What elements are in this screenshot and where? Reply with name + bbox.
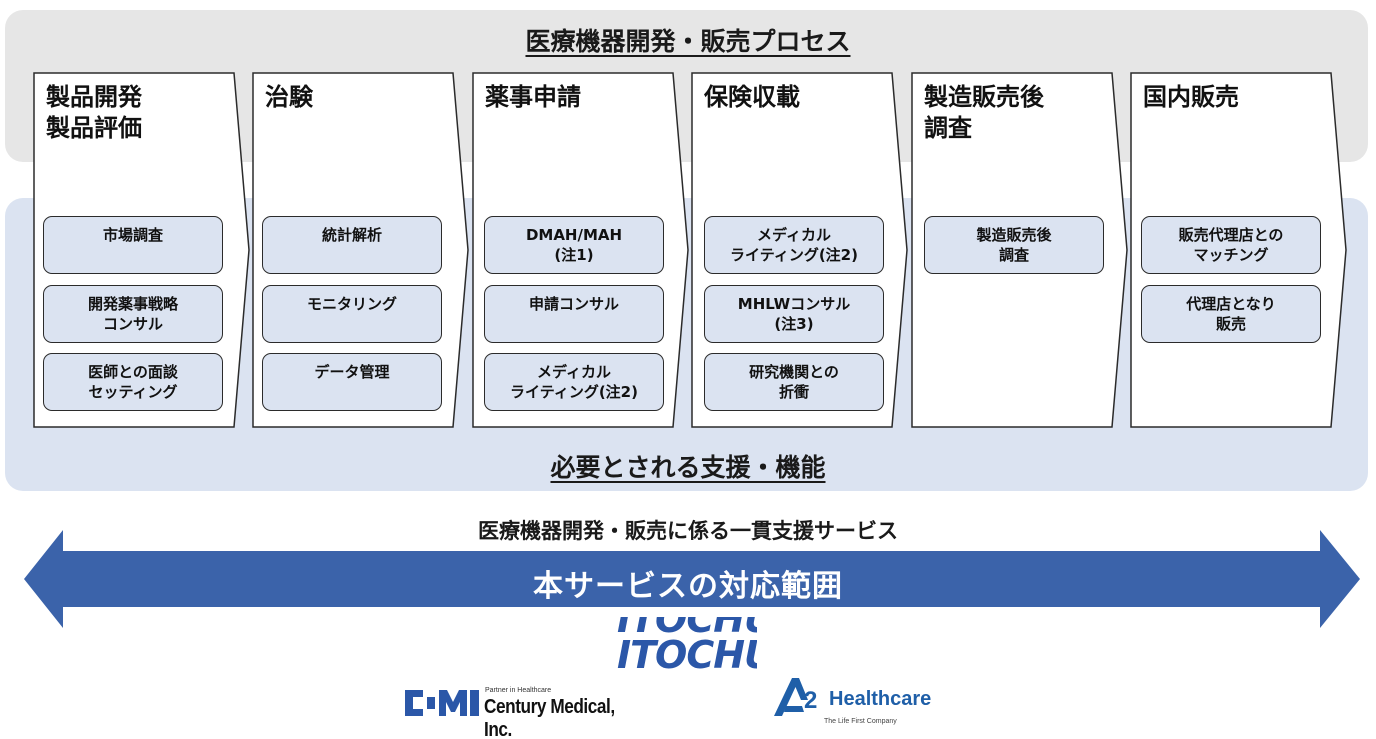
stage-title-4: 保険収載 xyxy=(704,83,800,111)
a2-healthcare-logo: 2 Healthcare The Life First Company xyxy=(772,674,957,734)
item-monitoring[interactable]: モニタリング xyxy=(262,285,442,343)
stage-title-6: 国内販売 xyxy=(1143,83,1239,111)
item-post-market-survey[interactable]: 製造販売後 調査 xyxy=(924,216,1104,274)
service-scope-arrow xyxy=(24,530,1360,628)
cmi-mark-icon xyxy=(405,690,479,716)
support-title: 必要とされる支援・機能 xyxy=(550,453,826,482)
service-caption: 医療機器開発・販売に係る一貫支援サービス xyxy=(478,519,898,543)
item-distributor-sales[interactable]: 代理店となり 販売 xyxy=(1141,285,1321,343)
stage-title-5: 製造販売後 調査 xyxy=(924,83,1044,142)
item-statistical-analysis[interactable]: 統計解析 xyxy=(262,216,442,274)
item-application-consulting[interactable]: 申請コンサル xyxy=(484,285,664,343)
a2-mark-icon: 2 xyxy=(774,678,817,716)
stage-title-1: 製品開発 製品評価 xyxy=(46,83,142,142)
item-physician-meeting-setup[interactable]: 医師との面談 セッティング xyxy=(43,353,223,411)
item-dmah-mah[interactable]: DMAH/MAH (注1) xyxy=(484,216,664,274)
item-research-institution-negotiation[interactable]: 研究機関との 折衝 xyxy=(704,353,884,411)
item-medical-writing-4[interactable]: メディカル ライティング(注2) xyxy=(704,216,884,274)
itochu-logo: ITOCHU ITOCHU xyxy=(617,617,757,677)
stage-title-2: 治験 xyxy=(265,83,313,111)
item-distributor-matching[interactable]: 販売代理店との マッチング xyxy=(1141,216,1321,274)
svg-text:2: 2 xyxy=(804,687,817,714)
service-scope-label: 本サービスの対応範囲 xyxy=(533,569,843,604)
item-mhlw-consulting[interactable]: MHLWコンサル (注3) xyxy=(704,285,884,343)
item-regulatory-strategy-consulting[interactable]: 開発薬事戦略 コンサル xyxy=(43,285,223,343)
century-medical-logo: Partner in Healthcare Century Medical, I… xyxy=(403,686,648,739)
item-medical-writing-3[interactable]: メディカル ライティング(注2) xyxy=(484,353,664,411)
process-title: 医療機器開発・販売プロセス xyxy=(525,27,851,56)
item-market-research[interactable]: 市場調査 xyxy=(43,216,223,274)
item-data-management[interactable]: データ管理 xyxy=(262,353,442,411)
stage-title-3: 薬事申請 xyxy=(485,83,581,111)
